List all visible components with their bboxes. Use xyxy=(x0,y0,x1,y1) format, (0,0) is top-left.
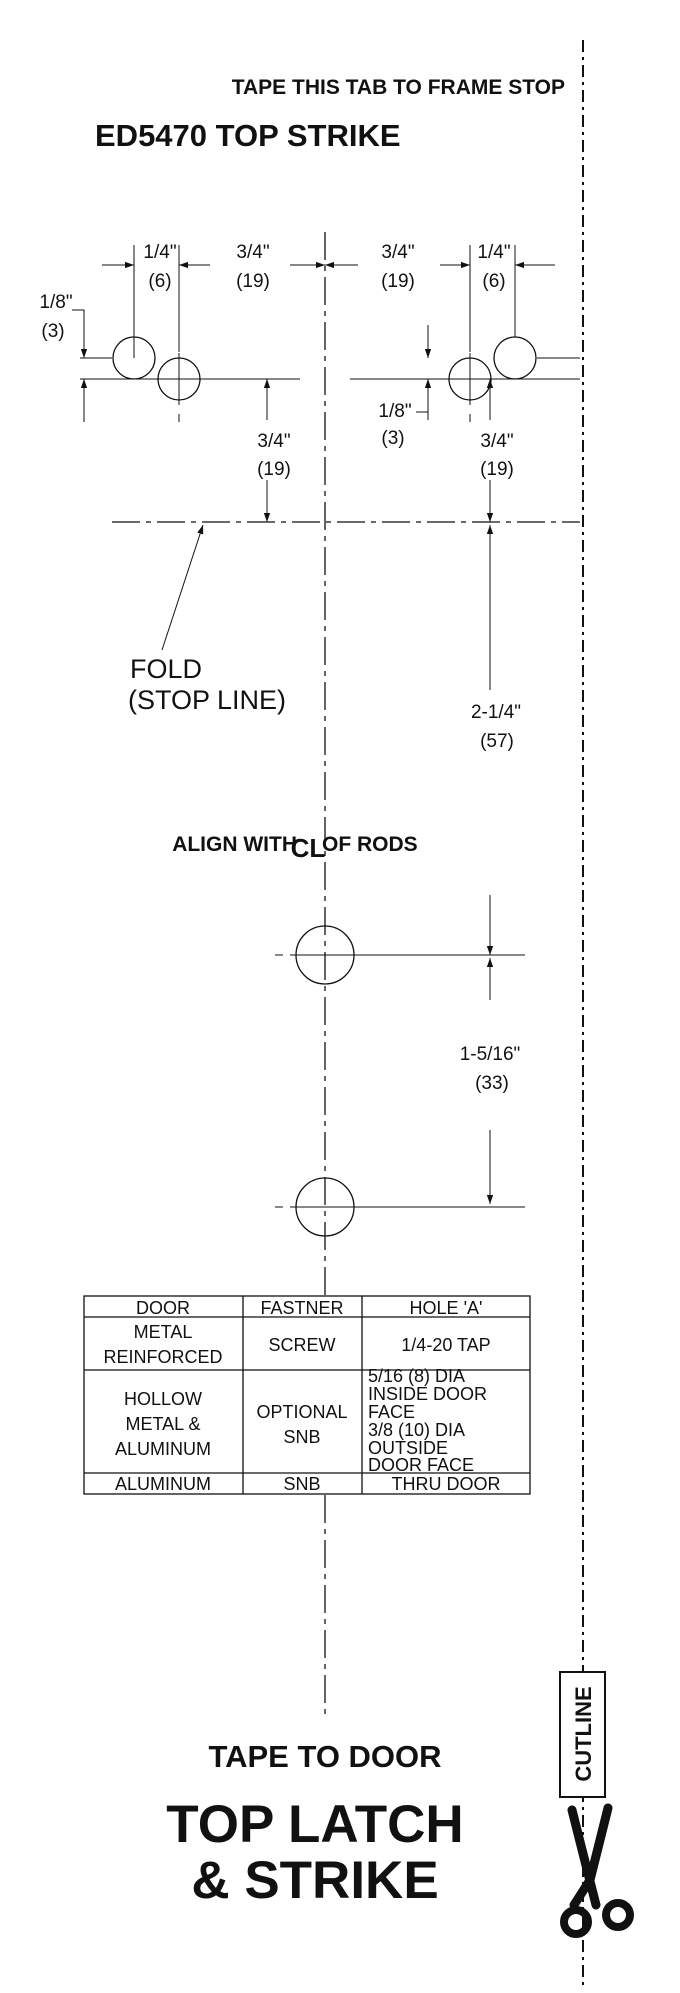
table-header-door: DOOR xyxy=(136,1298,190,1318)
right-vert-leader xyxy=(416,411,429,420)
table-cell-fastener: SNB xyxy=(283,1474,320,1494)
table-cell-door: ALUMINUM xyxy=(115,1439,211,1459)
fold-label: FOLD xyxy=(130,654,202,684)
table-cell-fastener: SCREW xyxy=(269,1335,336,1355)
scissors-icon xyxy=(560,1803,634,1938)
fold-to-hole-mm: (57) xyxy=(480,731,514,752)
left-vert-leader xyxy=(72,309,85,330)
stop-line-label: (STOP LINE) xyxy=(128,685,286,715)
tab-instruction: TAPE THIS TAB TO FRAME STOP xyxy=(232,76,565,99)
table-cell-door: METAL & xyxy=(125,1414,200,1434)
right-upper-hole xyxy=(493,336,537,380)
table-cell-door: METAL xyxy=(134,1322,193,1342)
footer-title-line1: TOP LATCH xyxy=(166,1795,463,1854)
right-vert-label: 1/8" xyxy=(378,401,411,422)
fold-to-hole-label: 2-1/4" xyxy=(471,702,521,723)
left-spacing-mm: (6) xyxy=(148,271,171,292)
svg-text:CL: CL xyxy=(291,833,326,863)
fastener-table: DOOR FASTNER HOLE 'A' METAL REINFORCED S… xyxy=(83,1295,531,1495)
table-cell-hole: 1/4-20 TAP xyxy=(401,1335,490,1355)
hole-to-hole-mm: (33) xyxy=(475,1073,509,1094)
fold-leader xyxy=(161,524,204,651)
centerline-symbol: CL xyxy=(291,833,326,863)
left-vert-label: 1/8" xyxy=(39,292,72,313)
align-note-before: ALIGN WITH xyxy=(172,833,297,856)
cutline-label: CUTLINE xyxy=(571,1686,596,1781)
table-cell-door: HOLLOW xyxy=(124,1389,202,1409)
table-cell-hole: FACE xyxy=(368,1402,415,1422)
left-fold-label: 3/4" xyxy=(257,431,290,452)
right-fold-label: 3/4" xyxy=(480,431,513,452)
right-spacing-label: 1/4" xyxy=(477,242,510,263)
table-cell-door: REINFORCED xyxy=(103,1347,222,1367)
page-title: ED5470 TOP STRIKE xyxy=(95,118,401,153)
right-fold-mm: (19) xyxy=(480,459,514,480)
left-offset-mm: (19) xyxy=(236,271,270,292)
hole-to-hole-label: 1-5/16" xyxy=(460,1044,521,1065)
left-offset-label: 3/4" xyxy=(236,242,269,263)
table-cell-hole: 3/8 (10) DIA xyxy=(368,1420,465,1440)
left-vert-mm: (3) xyxy=(41,321,64,342)
right-offset-mm: (19) xyxy=(381,271,415,292)
left-spacing-label: 1/4" xyxy=(143,242,176,263)
right-offset-label: 3/4" xyxy=(381,242,414,263)
align-note-after: OF RODS xyxy=(322,833,418,856)
table-cell-door: ALUMINUM xyxy=(115,1474,211,1494)
table-cell-hole: 5/16 (8) DIA xyxy=(368,1366,465,1386)
table-header-fastener: FASTNER xyxy=(260,1298,343,1318)
table-cell-hole: INSIDE DOOR xyxy=(368,1384,487,1404)
table-cell-hole: OUTSIDE xyxy=(368,1438,448,1458)
table-cell-hole: DOOR FACE xyxy=(368,1455,474,1475)
table-cell-fastener: SNB xyxy=(283,1427,320,1447)
table-cell-hole: THRU DOOR xyxy=(392,1474,501,1494)
footer-title-line2: & STRIKE xyxy=(191,1851,438,1910)
table-cell-fastener: OPTIONAL xyxy=(256,1402,347,1422)
tape-to-door: TAPE TO DOOR xyxy=(208,1739,441,1774)
right-spacing-mm: (6) xyxy=(482,271,505,292)
table-header-hole: HOLE 'A' xyxy=(410,1298,483,1318)
left-fold-mm: (19) xyxy=(257,459,291,480)
right-vert-mm: (3) xyxy=(381,428,404,449)
cutline-box xyxy=(559,1671,606,1798)
